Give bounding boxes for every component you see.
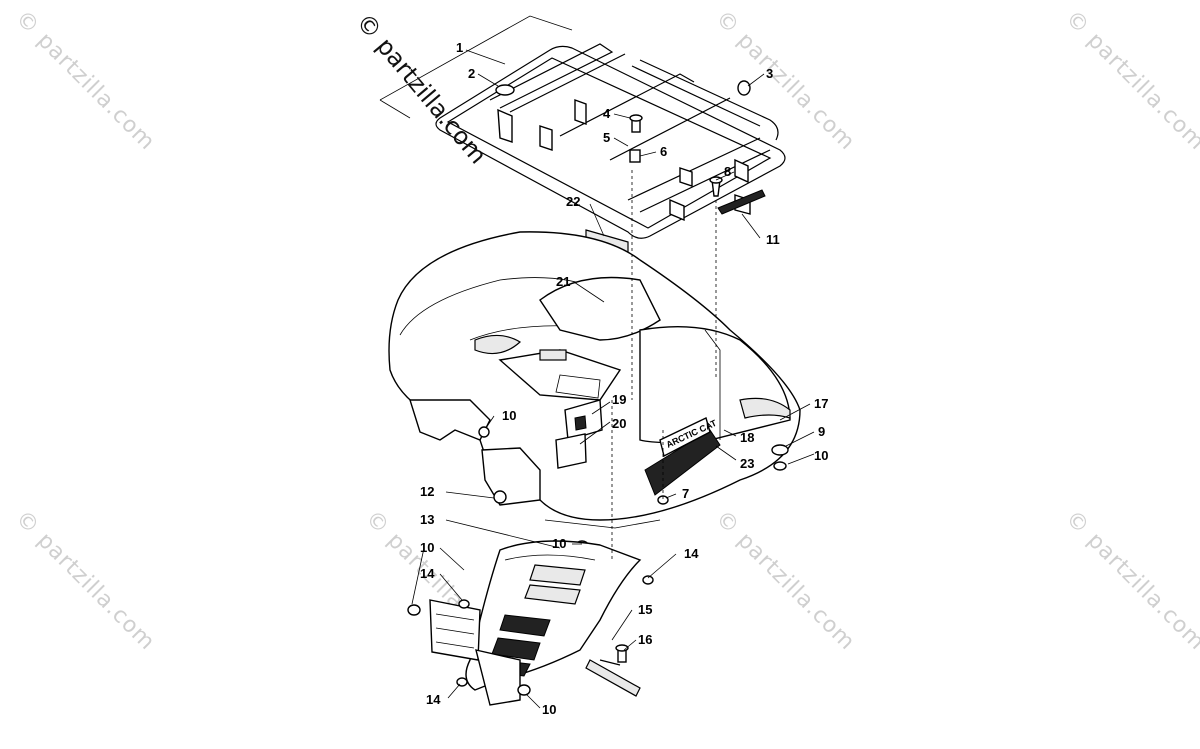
callout-label: 23 [740, 456, 754, 471]
callout-label: 10 [552, 536, 566, 551]
callout-label: 7 [682, 486, 689, 501]
callout-label: 10 [420, 540, 434, 555]
rear-fender: ARCTIC CAT [388, 231, 801, 529]
callout-label: 10 [502, 408, 516, 423]
callout-label: 15 [638, 602, 652, 617]
callout-label: 9 [818, 424, 825, 439]
callout-label: 17 [814, 396, 828, 411]
callout-label: 12 [420, 484, 434, 499]
callout-label: 14 [420, 566, 435, 581]
callout-label: 11 [766, 232, 780, 247]
alignment-lines [611, 170, 717, 560]
callout-labels: 1 2 3 4 5 6 8 11 22 21 19 20 10 17 9 10 … [420, 40, 828, 717]
callout-label: 3 [766, 66, 773, 81]
rack-hardware [495, 80, 751, 197]
callout-label: 4 [603, 106, 611, 121]
callout-label: 13 [420, 512, 434, 527]
callout-label: 2 [468, 66, 475, 81]
callout-label: 18 [740, 430, 754, 445]
callout-label: 22 [566, 194, 580, 209]
callout-label: 14 [684, 546, 699, 561]
callout-label: 20 [612, 416, 626, 431]
callout-label: 8 [724, 164, 731, 179]
callout-label: 16 [638, 632, 652, 647]
callout-label: 10 [542, 702, 556, 717]
cargo-rack [435, 43, 786, 239]
callout-label: 10 [814, 448, 828, 463]
side-rail [585, 644, 641, 697]
rack-section-bracket [379, 15, 573, 119]
callout-label: 6 [660, 144, 667, 159]
callout-label: 1 [456, 40, 463, 55]
callout-label: 14 [426, 692, 441, 707]
footwell [429, 540, 642, 706]
rack-decal [717, 189, 766, 215]
callout-label: 5 [603, 130, 610, 145]
callout-label: 19 [612, 392, 626, 407]
leader-lines [411, 49, 815, 709]
callout-label: 21 [556, 274, 570, 289]
